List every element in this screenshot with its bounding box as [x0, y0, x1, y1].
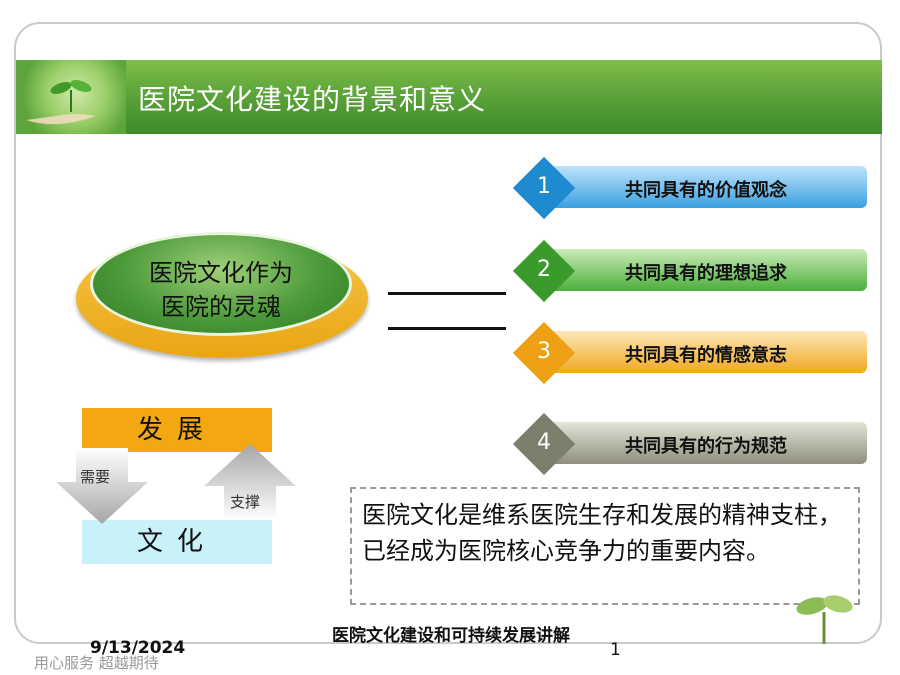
item-number-1: 1 [537, 174, 551, 199]
item-label-1: 共同具有的价值观念 [625, 180, 787, 201]
item-bar-4: 共同具有的行为规范 [545, 422, 867, 464]
culture-label: 文化 [136, 527, 217, 557]
item-number-2: 2 [537, 257, 551, 282]
item-label-3: 共同具有的情感意志 [625, 345, 787, 366]
culture-box: 文化 [82, 520, 272, 564]
page-title: 医院文化建设的背景和意义 [138, 83, 487, 116]
soul-ellipse [90, 232, 352, 336]
item-label-4: 共同具有的行为规范 [625, 436, 787, 457]
develop-label: 发展 [136, 415, 217, 445]
soul-label: 医院文化作为 医院的灵魂 [90, 256, 352, 324]
item-label-2: 共同具有的理想追求 [625, 263, 787, 284]
connector-line-1 [388, 292, 506, 295]
item-number-4: 4 [537, 430, 551, 455]
header-banner: 医院文化建设的背景和意义 [16, 60, 882, 134]
item-bar-1: 共同具有的价值观念 [545, 166, 867, 208]
soul-line-2: 医院的灵魂 [161, 293, 281, 321]
arrow-down-icon [56, 448, 148, 524]
item-bar-2: 共同具有的理想追求 [545, 249, 867, 291]
summary-note: 医院文化是维系医院生存和发展的精神支柱，已经成为医院核心竞争力的重要内容。 [350, 487, 860, 605]
item-bar-3: 共同具有的情感意志 [545, 331, 867, 373]
develop-box: 发展 [82, 408, 272, 452]
support-label: 支撑 [230, 493, 261, 511]
page-number: 1 [610, 640, 621, 660]
item-number-3: 3 [537, 339, 551, 364]
seedling-in-hands-icon [16, 60, 126, 134]
footer-date: 9/13/2024 [90, 638, 186, 658]
connector-line-2 [388, 327, 506, 330]
arrow-up-icon [204, 444, 296, 520]
sprout-icon [796, 595, 853, 644]
footer-slogan: 用心服务 超越期待 [34, 654, 159, 672]
need-label: 需要 [80, 468, 111, 486]
soul-line-1: 医院文化作为 [149, 259, 293, 287]
footer-title: 医院文化建设和可持续发展讲解 [332, 626, 570, 646]
